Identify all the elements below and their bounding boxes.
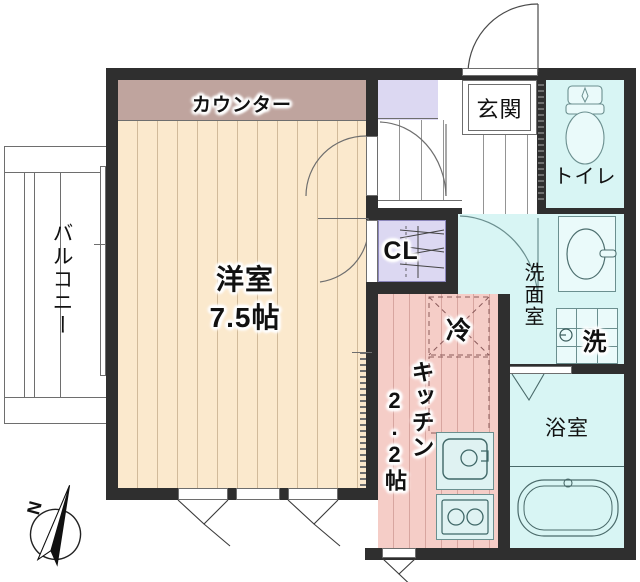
kitchen-sink-icon [442, 438, 489, 480]
kitchen-name: キッチン [408, 360, 434, 460]
entry-door-threshold [462, 68, 538, 76]
washer-grid-h [556, 328, 618, 329]
window-bottom-right-swing [287, 499, 341, 547]
closet-label: CL [383, 237, 419, 265]
balcony-parapet-inner-left [24, 172, 25, 398]
hall-door-swing [379, 121, 447, 197]
wall-kitchen-right [498, 294, 510, 548]
door-swing-room-entry [319, 217, 370, 283]
wall-top-entrance [378, 68, 462, 80]
balcony-area [4, 146, 108, 424]
kitchen-partition-tick [352, 352, 372, 353]
counter-label: カウンター [191, 95, 292, 116]
room-entry-door-leaf [318, 218, 368, 219]
genkan-label: 玄関 [476, 97, 523, 122]
wall-room-right-mid [366, 196, 378, 220]
hanger-rod-icon [399, 226, 445, 278]
toilet-label: トイレ [553, 166, 617, 188]
washer-label: 洗 [582, 329, 608, 356]
washer-grid-v2 [597, 308, 598, 364]
wall-toilet-bottom [537, 208, 636, 214]
refrigerator-label: 冷 [445, 317, 472, 345]
bath-divider-line [510, 466, 624, 467]
wall-left [106, 68, 118, 500]
refrigerator-space [428, 296, 490, 356]
washroom-door-swing [459, 215, 539, 301]
sliding-door-panel-line [105, 166, 106, 376]
hallway-floor-tiles [378, 120, 462, 200]
counter-strip [118, 80, 366, 120]
counter-edge-line [118, 120, 366, 121]
bathtub-icon [517, 478, 619, 537]
bathroom-door [508, 366, 572, 374]
window-bottom-left-swing [177, 499, 231, 547]
hall-upper-closet [378, 80, 438, 120]
door-swing-hall-into-room [305, 135, 367, 197]
kitchen-size: 2.2帖 [382, 388, 407, 493]
bathroom-door-swing [511, 373, 545, 402]
washer-grid-h2 [556, 346, 618, 347]
hall-closet-line [378, 118, 438, 119]
western-room-size: 7.5帖 [209, 302, 281, 333]
wall-top-left [106, 68, 378, 80]
vanity-basin-icon [566, 228, 617, 280]
window-bottom-left [178, 488, 228, 500]
wall-top-right [537, 68, 636, 80]
wall-hatch-room-kitchen [360, 352, 366, 488]
balcony-floor-edge [60, 172, 61, 398]
wall-room-right-lower [366, 285, 378, 500]
compass-north-letter: N [23, 499, 46, 517]
entry-door-swing [467, 3, 539, 73]
wall-closet-bottom [366, 282, 458, 294]
kitchen-counter-outline [428, 356, 490, 434]
toilet-bowl-icon [565, 85, 605, 165]
wall-washroom-left [446, 208, 458, 284]
wall-hall-closet-divider [378, 208, 462, 220]
room-entry-door-jamb [366, 220, 378, 285]
window-bottom-center [236, 488, 280, 500]
north-compass: N [23, 485, 82, 567]
western-room-floor [118, 80, 366, 488]
washer-space [556, 308, 618, 364]
room-hall-sliding-door [366, 136, 378, 196]
wall-right [624, 68, 636, 560]
bathroom-label: 浴室 [545, 417, 589, 440]
balcony-parapet-inner-top [4, 172, 108, 173]
kitchen-window [382, 548, 416, 558]
hallway-floor-edge [378, 200, 462, 201]
wall-kitchen-right-upper [446, 282, 458, 294]
toilet-door-hatch [538, 84, 544, 204]
balcony-label: バルコニー [50, 222, 73, 337]
wall-top-entry-threshold [462, 74, 537, 80]
kitchen-window-swing [381, 557, 417, 582]
wall-room-right-upper [366, 68, 378, 136]
genkan-inner-box [468, 84, 531, 131]
gas-stove-unit [436, 494, 494, 540]
window-bottom-right [288, 488, 338, 500]
washroom-label: 洗面室 [521, 262, 543, 328]
gas-stove-icon [441, 499, 489, 535]
bathroom-area [510, 374, 624, 548]
balcony-parapet-inner-left2 [34, 172, 35, 398]
balcony-parapet-inner-bottom [4, 397, 108, 398]
faucet-icon [559, 328, 573, 342]
balcony-rail-left [4, 146, 5, 424]
washer-grid-v1 [576, 308, 577, 364]
balcony-rail-top [4, 146, 108, 147]
balcony-rail-bottom [4, 423, 108, 424]
western-room-name: 洋室 [215, 264, 274, 295]
